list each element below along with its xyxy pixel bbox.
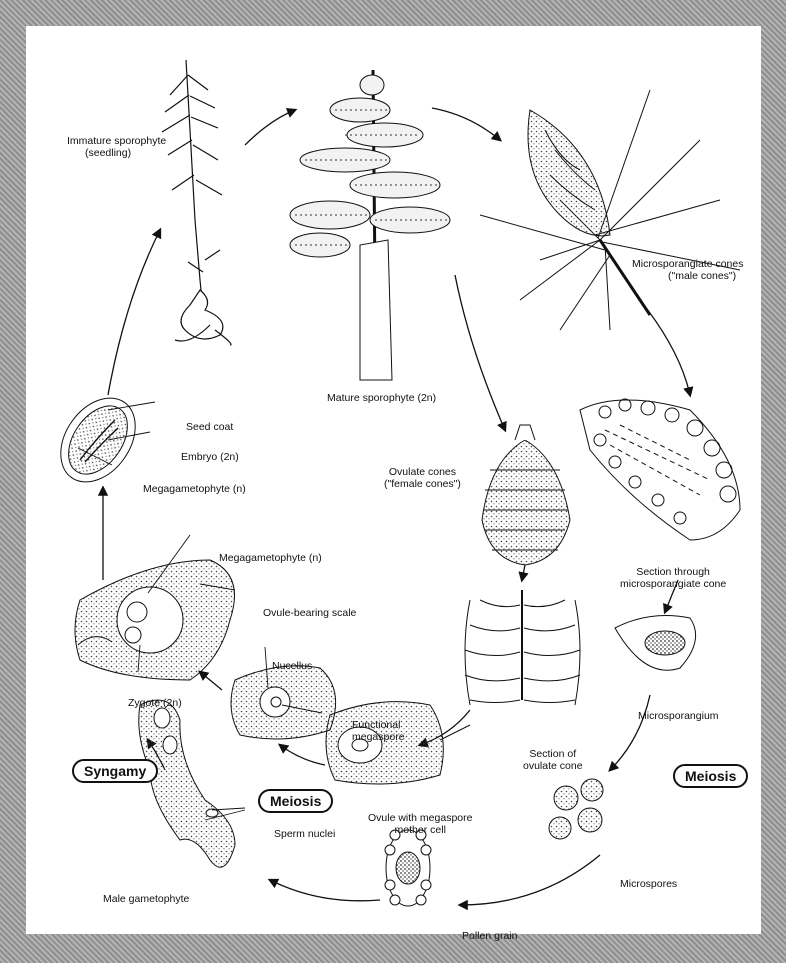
label-ovulate-cones-line1: Ovulate cones — [384, 466, 461, 478]
label-ovulate-cones-line2: ("female cones") — [384, 478, 461, 490]
male-cone-branch-drawing — [480, 90, 740, 330]
label-zygote: Zygote (2n) — [128, 697, 182, 709]
diagram-canvas: Immature sporophyte (seedling) Mature sp… — [26, 26, 761, 934]
male-gametophyte-drawing — [139, 700, 235, 867]
label-nucellus: Nucellus — [272, 660, 312, 672]
label-section-microsporangiate: Section through microsporangiate cone — [620, 566, 726, 590]
mature-tree-drawing — [290, 70, 450, 380]
label-immature-sporophyte: Immature sporophyte (seedling) — [67, 135, 166, 159]
arrow-microspores-to-pollen — [460, 855, 600, 905]
arrow-mature-to-ovulate — [455, 275, 505, 430]
microsporangium-drawing — [615, 616, 696, 671]
label-mature-sporophyte: Mature sporophyte (2n) — [327, 392, 436, 404]
label-ovule-megaspore: Ovule with megaspore mother cell — [368, 812, 472, 836]
label-section-ovulate: Section of ovulate cone — [523, 748, 583, 772]
label-section-microsporangiate-line1: Section through — [620, 566, 726, 578]
label-seed-coat: Seed coat — [186, 421, 233, 433]
arrow-microsporangium-to-microspores — [610, 695, 650, 770]
arrow-seedling-to-mature — [245, 110, 295, 145]
label-microsporangiate-cones: Microsporangiate cones ("male cones") — [632, 258, 743, 282]
label-functional-megaspore-line2: megaspore — [352, 731, 405, 743]
functional-megaspore-ovule-drawing — [231, 666, 336, 739]
seedling-drawing — [162, 60, 231, 345]
badge-meiosis-right: Meiosis — [673, 764, 748, 788]
label-pollen-grain: Pollen grain — [462, 930, 517, 942]
microsporangiate-section-drawing — [580, 399, 740, 540]
arrow-pollen-to-male-gametophyte — [270, 880, 380, 901]
label-section-ovulate-line1: Section of — [523, 748, 583, 760]
label-megagametophyte-seed: Megagametophyte (n) — [143, 483, 246, 495]
badge-meiosis-left: Meiosis — [258, 789, 333, 813]
label-section-ovulate-line2: ovulate cone — [523, 760, 583, 772]
arrow-seed-to-seedling — [108, 230, 160, 395]
arrow-functional-to-megagametophyte — [200, 672, 222, 690]
arrow-mature-to-male-cones — [432, 108, 500, 140]
label-male-gametophyte: Male gametophyte — [103, 893, 189, 905]
badge-syngamy: Syngamy — [72, 759, 158, 783]
label-megagametophyte: Megagametophyte (n) — [219, 552, 322, 564]
arrow-male-cones-to-section — [640, 300, 690, 395]
label-section-microsporangiate-line2: microsporangiate cone — [620, 578, 726, 590]
arrow-ovule-to-functional — [280, 745, 325, 765]
seed-drawing — [45, 384, 150, 496]
label-immature-sporophyte-line2: (seedling) — [67, 147, 166, 159]
label-ovule-bearing-scale: Ovule-bearing scale — [263, 607, 356, 619]
microspores-drawing — [549, 779, 603, 839]
label-ovulate-cones: Ovulate cones ("female cones") — [384, 466, 461, 490]
megagametophyte-ovule-drawing — [75, 560, 235, 680]
ovulate-section-drawing — [465, 590, 580, 705]
label-ovule-megaspore-line1: Ovule with megaspore — [368, 812, 472, 824]
ovulate-cone-drawing — [482, 425, 570, 565]
label-ovule-megaspore-line2: mother cell — [368, 824, 472, 836]
label-embryo: Embryo (2n) — [181, 451, 239, 463]
label-sperm-nuclei: Sperm nuclei — [274, 828, 335, 840]
label-immature-sporophyte-line1: Immature sporophyte — [67, 135, 166, 147]
label-microsporangium: Microsporangium — [638, 710, 719, 722]
label-microsporangiate-cones-line2: ("male cones") — [632, 270, 743, 282]
label-microsporangiate-cones-line1: Microsporangiate cones — [632, 258, 743, 270]
arrow-ovulate-to-section — [522, 565, 525, 580]
label-functional-megaspore-line1: Functional — [352, 719, 405, 731]
label-functional-megaspore: Functional megaspore — [352, 719, 405, 743]
label-microspores: Microspores — [620, 878, 677, 890]
pollen-grain-drawing — [385, 830, 431, 906]
